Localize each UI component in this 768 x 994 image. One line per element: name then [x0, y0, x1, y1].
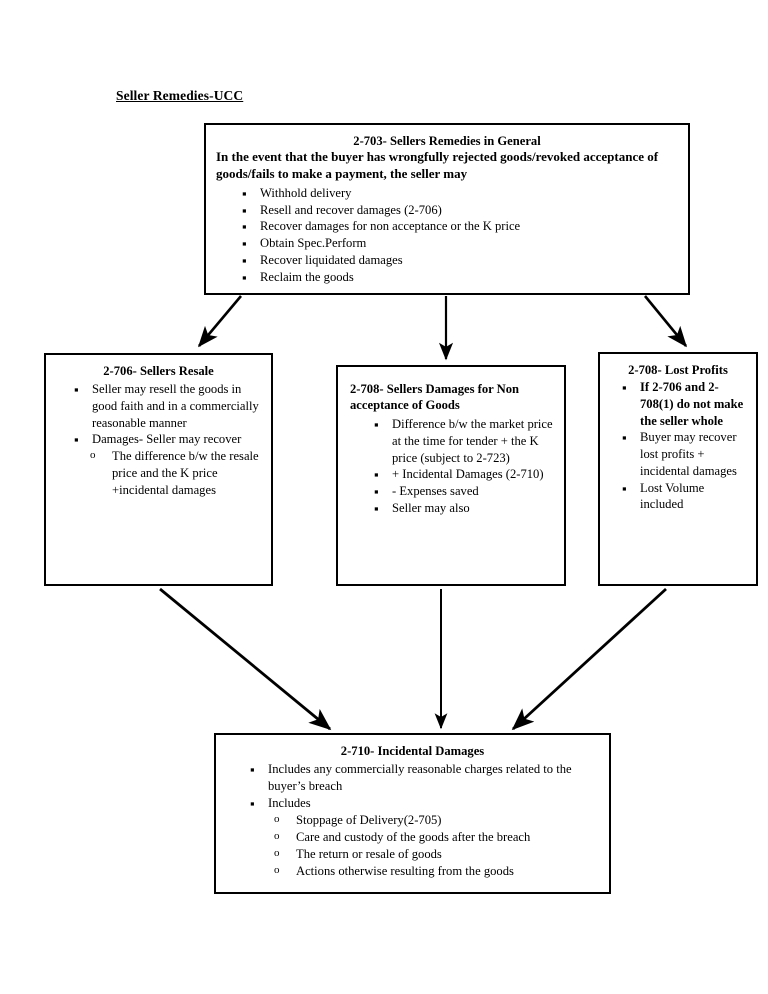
list-item: - Expenses saved — [370, 483, 556, 500]
list-item-label: Buyer may recover lost profits + inciden… — [640, 430, 737, 478]
list-item: Difference b/w the market price at the t… — [370, 416, 556, 466]
arrow-2706-to-2710 — [159, 587, 332, 731]
sub-list-item-label: Actions otherwise resulting from the goo… — [296, 863, 514, 878]
list-item-label: Seller may also — [392, 500, 470, 515]
square-bullet-icon — [242, 218, 247, 235]
list-item: Seller may resell the goods in good fait… — [70, 381, 263, 431]
sub-list-item-label: Stoppage of Delivery(2-705) — [296, 813, 442, 828]
square-bullet-icon — [74, 381, 79, 398]
list-item-label: - Expenses saved — [392, 484, 479, 499]
arrow-2703-to-lost-profits — [643, 295, 688, 348]
sub-list-item-label: The difference b/w the resale price and … — [112, 449, 259, 497]
list-item-label: Includes any commercially reasonable cha… — [268, 762, 572, 793]
list-item-label: If 2-706 and 2-708(1) do not make the se… — [640, 380, 744, 428]
node-title: 2-710- Incidental Damages — [340, 744, 485, 758]
square-bullet-icon — [242, 235, 247, 252]
list-item-label: Withhold delivery — [260, 185, 352, 200]
square-bullet-icon — [250, 761, 255, 778]
node-title: 2-708- Sellers Damages for Non acceptanc… — [350, 382, 520, 413]
node-title: 2-706- Sellers Resale — [103, 364, 214, 378]
square-bullet-icon — [374, 466, 379, 483]
square-bullet-icon — [374, 416, 379, 433]
square-bullet-icon — [74, 431, 79, 448]
list-item-label: + Incidental Damages (2-710) — [392, 467, 544, 482]
list-item: Resell and recover damages (2-706) — [238, 202, 678, 219]
sub-list-item: o Care and custody of the goods after the… — [272, 829, 601, 846]
node-title: 2-708- Lost Profits — [628, 363, 728, 377]
arrow-2703-to-2706 — [197, 295, 242, 348]
list-item: + Incidental Damages (2-710) — [370, 466, 556, 483]
list-item: Recover damages for non acceptance or th… — [238, 218, 678, 235]
list-item-label: Seller may resell the goods in good fait… — [92, 382, 259, 430]
list-item-label: Reclaim the goods — [260, 269, 354, 284]
list-item-label: Recover damages for non acceptance or th… — [260, 219, 521, 234]
square-bullet-icon — [242, 202, 247, 219]
sub-list-item: o The difference b/w the resale price and… — [88, 448, 263, 498]
bullet-list: Seller may resell the goods in good fait… — [70, 381, 263, 448]
sub-list-item: o Stoppage of Delivery(2-705) — [272, 812, 601, 829]
list-item-label: Recover liquidated damages — [260, 252, 403, 267]
list-item: Reclaim the goods — [238, 269, 678, 286]
list-item: Damages- Seller may recover — [70, 431, 263, 448]
node-title: 2-703- Sellers Remedies in General — [353, 134, 541, 148]
page-title: Seller Remedies-UCC — [116, 88, 244, 103]
bullet-list: Includes any commercially reasonable cha… — [246, 761, 601, 811]
list-item: Recover liquidated damages — [238, 252, 678, 269]
node-lost-profits[interactable]: 2-708- Lost Profits If 2-706 and 2-708(1… — [598, 352, 758, 586]
square-bullet-icon — [622, 429, 627, 446]
arrow-lost-profits-to-2710 — [511, 587, 667, 731]
list-item-label: Obtain Spec.Perform — [260, 236, 367, 251]
list-item-label: Difference b/w the market price at the t… — [392, 417, 553, 465]
list-item-label: Resell and recover damages (2-706) — [260, 202, 442, 217]
square-bullet-icon — [374, 500, 379, 517]
list-item: Includes any commercially reasonable cha… — [246, 761, 601, 794]
sub-list-item: o Actions otherwise resulting from the go… — [272, 863, 601, 880]
list-item: If 2-706 and 2-708(1) do not make the se… — [618, 379, 750, 429]
square-bullet-icon — [374, 483, 379, 500]
sub-list-item: o The return or resale of goods — [272, 846, 601, 863]
bullet-list: Withhold delivery Resell and recover dam… — [238, 185, 678, 285]
square-bullet-icon — [622, 480, 627, 497]
list-item: Includes — [246, 795, 601, 812]
node-sellers-damages-non-acceptance[interactable]: 2-708- Sellers Damages for Non acceptanc… — [336, 365, 566, 586]
list-item-label: Damages- Seller may recover — [92, 432, 242, 447]
list-item: Seller may also — [370, 500, 556, 517]
list-item: Buyer may recover lost profits + inciden… — [618, 429, 750, 479]
bullet-list: Difference b/w the market price at the t… — [370, 416, 556, 516]
list-item: Obtain Spec.Perform — [238, 235, 678, 252]
circle-bullet-icon: o — [274, 846, 280, 859]
node-incidental-damages[interactable]: 2-710- Incidental Damages Includes any c… — [214, 733, 611, 894]
bullet-list: If 2-706 and 2-708(1) do not make the se… — [618, 379, 750, 513]
sub-list-item-label: Care and custody of the goods after the … — [296, 830, 531, 845]
circle-bullet-icon: o — [90, 449, 96, 462]
sub-list-item-label: The return or resale of goods — [296, 846, 442, 861]
node-sellers-resale[interactable]: 2-706- Sellers Resale Seller may resell … — [44, 353, 273, 586]
circle-bullet-icon: o — [274, 863, 280, 876]
list-item: Lost Volume included — [618, 480, 750, 513]
list-item: Withhold delivery — [238, 185, 678, 202]
square-bullet-icon — [622, 379, 627, 396]
list-item-label: Includes — [268, 795, 311, 810]
square-bullet-icon — [242, 252, 247, 269]
sub-bullet-list: o The difference b/w the resale price and… — [88, 448, 263, 498]
square-bullet-icon — [242, 185, 247, 202]
square-bullet-icon — [242, 269, 247, 286]
square-bullet-icon — [250, 795, 255, 812]
node-lead-text: In the event that the buyer has wrongful… — [216, 149, 659, 181]
list-item-label: Lost Volume included — [640, 480, 705, 512]
node-sellers-remedies-general[interactable]: 2-703- Sellers Remedies in General In th… — [204, 123, 690, 295]
circle-bullet-icon: o — [274, 830, 280, 843]
circle-bullet-icon: o — [274, 813, 280, 826]
